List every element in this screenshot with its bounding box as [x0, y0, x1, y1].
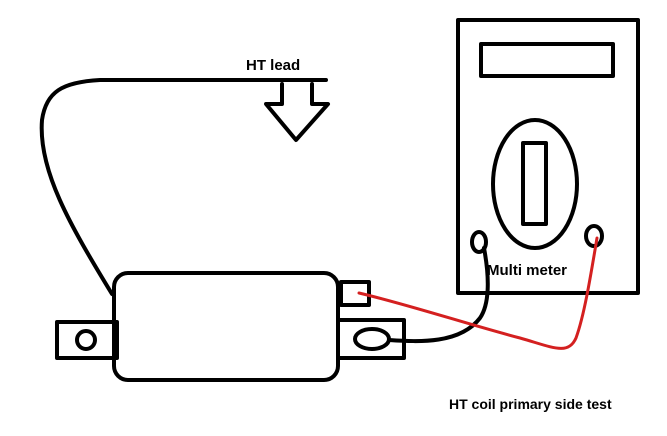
coil-primary-terminal [339, 280, 371, 307]
ht-lead-label: HT lead [246, 57, 301, 74]
multimeter-dial-knob [521, 141, 548, 226]
multimeter-right-probe-jack [584, 224, 604, 248]
multimeter-left-probe-jack [470, 230, 488, 254]
black-probe-wire [387, 246, 490, 344]
multimeter-body [456, 18, 640, 295]
multimeter-selector-dial [491, 118, 579, 250]
coil-right-mount-hole [353, 327, 391, 351]
multimeter-label: Multi meter [487, 262, 568, 279]
red-probe-wire [357, 236, 599, 350]
multimeter-display [479, 42, 615, 78]
diagram-caption: HT coil primary side test [449, 396, 612, 412]
ht-lead-wire [39, 78, 328, 296]
coil-left-mount-hole [75, 329, 97, 351]
coil-left-mount-tab [55, 320, 119, 360]
ht-lead-arrow [264, 82, 330, 142]
ignition-coil-body [112, 271, 340, 382]
